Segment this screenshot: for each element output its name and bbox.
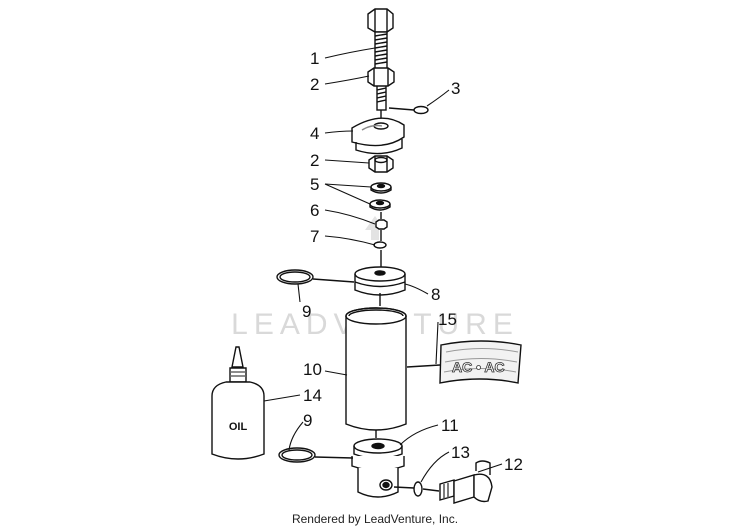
o-ring-lower-part[interactable]: [278, 447, 316, 463]
callout-3: 3: [451, 79, 460, 98]
callout-11: 11: [441, 416, 459, 435]
callout-2-upper: 2: [310, 75, 319, 94]
callout-13: 13: [451, 443, 470, 462]
elbow-fitting-part[interactable]: [439, 460, 493, 504]
callout-9-lower: 9: [303, 411, 312, 430]
small-nut-part[interactable]: [375, 219, 388, 230]
callout-14: 14: [303, 386, 322, 405]
base-part[interactable]: [351, 438, 405, 498]
callout-12: 12: [504, 455, 523, 474]
small-washer-part[interactable]: [373, 241, 387, 249]
credit-text: Rendered by LeadVenture, Inc.: [291, 512, 459, 526]
o-ring-upper-part[interactable]: [276, 269, 314, 285]
callout-numbers: 1 2 3 4 2 5 6 7 8 9 15 10 14 9 11 13 12: [302, 49, 523, 474]
callout-7: 7: [310, 227, 319, 246]
oil-bottle-part[interactable]: [211, 346, 265, 460]
jam-nut-upper-part[interactable]: [367, 67, 395, 87]
callout-6: 6: [310, 201, 319, 220]
callout-4: 4: [310, 124, 319, 143]
callout-9-upper: 9: [302, 302, 311, 321]
svg-text:AC • AC: AC • AC: [452, 359, 505, 375]
bolt-part[interactable]: [367, 8, 394, 118]
callout-8: 8: [431, 285, 440, 304]
leader-lines: [263, 47, 503, 483]
cap-part[interactable]: [351, 117, 405, 155]
callout-5: 5: [310, 175, 319, 194]
fitting-o-ring-part[interactable]: [413, 481, 423, 497]
jam-nut-lower-part[interactable]: [368, 155, 394, 173]
decal-part[interactable]: AC • AC: [439, 340, 522, 384]
piston-part[interactable]: [354, 266, 406, 296]
callout-15: 15: [438, 310, 457, 329]
callout-1: 1: [310, 49, 319, 68]
cylinder-part[interactable]: [345, 307, 407, 431]
callout-10: 10: [303, 360, 322, 379]
small-o-ring-part[interactable]: [413, 105, 429, 115]
washers-part[interactable]: [369, 182, 392, 211]
callout-2-lower: 2: [310, 151, 319, 170]
oil-label: OIL: [229, 421, 248, 433]
